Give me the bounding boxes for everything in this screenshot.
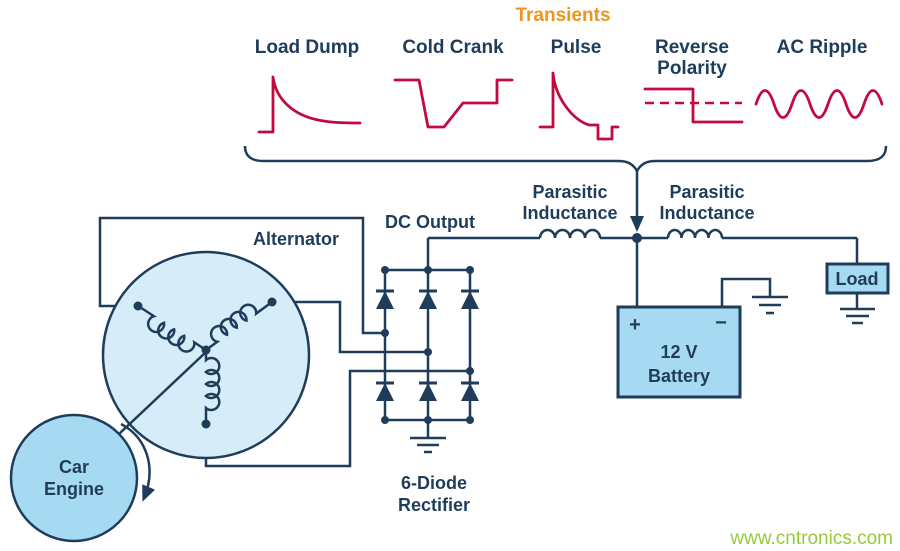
battery-label-line2: Battery: [648, 366, 710, 386]
load-dump-waveform-icon: [257, 75, 362, 134]
battery-ground-icon: [752, 295, 788, 315]
brace: [243, 145, 888, 174]
parasitic-left-label-line1: Parasitic: [532, 182, 607, 202]
cold-crank-waveform-icon: [393, 78, 514, 129]
alternator-label: Alternator: [253, 229, 339, 249]
transient-reverse-polarity: Reverse Polarity: [643, 37, 744, 124]
load-body: [825, 262, 890, 295]
rectifier: 6-Diode Rectifier: [376, 266, 479, 515]
battery-minus-sign: −: [715, 312, 727, 334]
car-engine: Car Engine: [9, 413, 156, 543]
reverse-polarity-label-line2: Polarity: [657, 58, 727, 79]
car-engine-body: [9, 413, 139, 543]
rectifier-label-line1: 6-Diode: [401, 473, 467, 493]
diode-icons: [376, 289, 479, 401]
load-ground-icon: [840, 307, 875, 325]
load-dump-label: Load Dump: [255, 37, 360, 58]
stator-windings: [137, 301, 273, 424]
winding-coil-icon: [137, 304, 207, 353]
winding-coil-icon: [204, 350, 221, 424]
alternator: Alternator: [101, 229, 339, 460]
load: Load: [825, 238, 890, 325]
winding-coil-icon: [205, 301, 273, 352]
dc-output-label: DC Output: [385, 212, 475, 232]
parasitic-right-label-line2: Inductance: [659, 203, 754, 223]
transients-title: Transients: [515, 5, 610, 26]
transients-section: Transients Load Dump Cold Crank Pulse Re…: [243, 5, 888, 232]
car-engine-label-line1: Car: [59, 457, 89, 477]
watermark-text: www.cntronics.com: [729, 528, 893, 549]
transient-pulse: Pulse: [538, 37, 620, 141]
reverse-polarity-waveform-icon: [643, 87, 744, 124]
rectifier-label-line2: Rectifier: [398, 495, 470, 515]
battery-label-line1: 12 V: [660, 342, 697, 362]
battery-body: [616, 305, 742, 399]
alternator-nodes: [133, 297, 277, 429]
shaft-line: [118, 351, 207, 435]
battery-plus-sign: +: [629, 314, 641, 336]
cold-crank-label: Cold Crank: [402, 37, 504, 58]
load-label: Load: [836, 269, 879, 289]
reverse-polarity-label-line1: Reverse: [655, 37, 729, 58]
parasitic-inductor-right-icon: [666, 228, 724, 239]
parasitic-left-label-line2: Inductance: [522, 203, 617, 223]
battery-minus-wire: [720, 277, 772, 307]
dc-output-line: DC Output Parasitic Inductance Parasitic…: [385, 182, 857, 270]
battery: + − 12 V Battery: [616, 238, 788, 399]
transient-cold-crank: Cold Crank: [393, 37, 514, 129]
car-engine-label-line2: Engine: [44, 479, 104, 499]
rotation-arrow-icon: [120, 422, 156, 502]
transient-ac-ripple: AC Ripple: [754, 37, 884, 119]
parasitic-right-label-line1: Parasitic: [669, 182, 744, 202]
pulse-waveform-icon: [538, 71, 620, 141]
rectifier-ground-icon: [410, 420, 446, 454]
transient-load-dump: Load Dump: [255, 37, 362, 134]
pulse-label: Pulse: [551, 37, 602, 58]
phase-wire-1: [98, 216, 385, 335]
ac-ripple-waveform-icon: [754, 89, 884, 119]
parasitic-inductor-left-icon: [538, 228, 602, 239]
ac-ripple-label: AC Ripple: [777, 37, 868, 58]
